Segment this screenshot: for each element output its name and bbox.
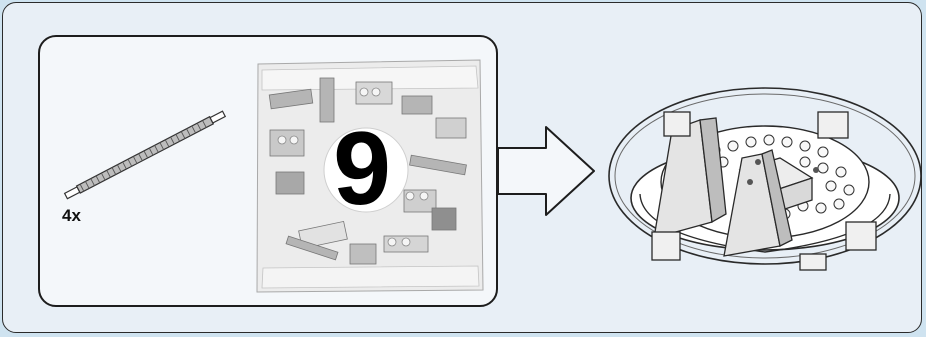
bag-number-label: 9 — [322, 117, 402, 221]
part-quantity-label: 4x — [62, 206, 81, 226]
built-model-icon — [609, 88, 921, 270]
flexible-axle-icon — [64, 110, 226, 199]
arrow-right-icon — [498, 127, 594, 215]
